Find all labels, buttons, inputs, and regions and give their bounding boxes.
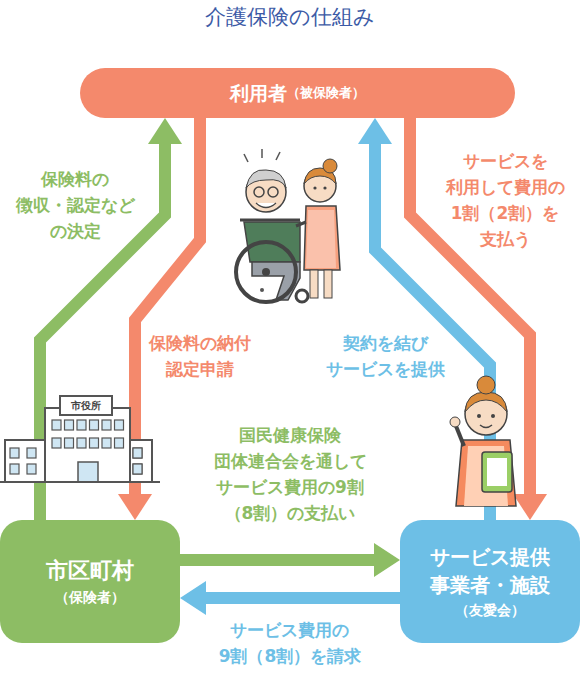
city-hall-illustration-part <box>10 420 142 474</box>
city-hall-illustration-part-part <box>77 438 86 448</box>
wheelchair-couple-illustration-part <box>310 270 318 298</box>
care-staff-illustration-part <box>491 414 495 418</box>
city-hall-illustration-part-part <box>52 420 61 430</box>
wheelchair-couple-illustration-part <box>260 288 264 292</box>
arrow-head <box>180 581 206 615</box>
arrow-label: 保険料の 徴収・認定など の決定 <box>16 166 135 244</box>
city-hall-illustration-part-part <box>115 420 124 430</box>
wheelchair-couple-illustration-part <box>236 242 296 302</box>
user-band: 利用者（被保険者） <box>80 68 515 118</box>
city-hall-illustration-part-part <box>133 448 142 458</box>
city-hall-illustration-part <box>60 396 112 415</box>
care-staff-illustration-part <box>450 417 460 427</box>
wheelchair-couple-illustration-part <box>244 154 248 162</box>
arrow-label: 契約を結び サービスを提供 <box>326 330 445 382</box>
city-hall-illustration-part-part <box>10 464 19 474</box>
care-staff-illustration-part <box>456 440 516 506</box>
city-hall-illustration-part-part <box>102 420 111 430</box>
city-hall-illustration-part-part <box>52 438 61 448</box>
node-subtitle: （被保険者） <box>287 83 365 103</box>
diagram-title: 介護保険の仕組み <box>0 3 580 31</box>
wheelchair-couple-illustration-part <box>262 268 270 276</box>
city-hall-illustration-part-part <box>65 438 74 448</box>
arrow-shaft <box>202 592 400 604</box>
city-hall-illustration-part-part <box>77 420 86 430</box>
wheelchair-couple-illustration-part <box>323 159 337 173</box>
care-staff-illustration-part <box>477 376 495 394</box>
arrow-label: 国民健康保険 団体連合会を通して サービス費用の9割 （8割）の支払い <box>214 422 367 526</box>
arrow-head <box>374 543 400 577</box>
node-title: 利用者 <box>230 81 287 105</box>
city-hall-illustration-part-part <box>10 448 19 458</box>
city-hall-illustration-part <box>128 440 152 482</box>
provider-box: サービス提供 事業者・施設（友愛会） <box>400 520 580 643</box>
city-hall-illustration-part <box>45 408 130 482</box>
arrow-head <box>148 118 182 144</box>
arrow-label: サービスを 利用して費用の 1割（2割）を 支払う <box>446 148 565 252</box>
wheelchair-couple-illustration-part <box>268 187 278 197</box>
flow-arrow <box>180 581 400 615</box>
city-hall-illustration-part-part <box>27 448 36 458</box>
arrow-head <box>358 118 392 144</box>
care-staff-illustration-part <box>480 425 492 428</box>
city-hall-illustration-part-part <box>65 420 74 430</box>
arrow-head <box>118 494 152 520</box>
arrow-label: 保険料の納付 認定申請 <box>149 330 251 382</box>
node-subtitle: （保険者） <box>55 586 125 608</box>
flow-arrow <box>180 543 400 577</box>
wheelchair-couple-illustration-part <box>246 170 286 188</box>
care-staff-illustration-part <box>465 393 507 435</box>
wheelchair-couple-illustration-part <box>324 270 332 298</box>
wheelchair-couple-illustration-part <box>304 206 340 270</box>
care-staff-illustration-part <box>482 452 512 492</box>
care-staff-illustration-part <box>477 414 481 418</box>
node-subtitle: （友愛会） <box>455 599 525 621</box>
wheelchair-couple-illustration <box>236 149 340 302</box>
wheelchair-couple-illustration-part <box>256 203 276 208</box>
building-sign: 市役所 <box>62 398 110 413</box>
care-staff-illustration-part <box>456 426 464 446</box>
wheelchair-couple-illustration-part <box>306 210 336 268</box>
wheelchair-couple-illustration-part <box>254 187 264 197</box>
care-staff-illustration-part <box>465 392 507 412</box>
city-hall-illustration-part-part <box>133 464 142 474</box>
arrow-shaft <box>180 554 378 566</box>
node-title: 市区町村 <box>46 556 134 586</box>
node-title: サービス提供 事業者・施設 <box>430 543 550 599</box>
arrow-label: サービス費用の 9割（8割）を請求 <box>219 617 362 669</box>
wheelchair-couple-illustration-part <box>323 186 326 189</box>
wheelchair-couple-illustration-part <box>296 290 308 302</box>
wheelchair-couple-illustration-part <box>296 222 306 226</box>
city-hall-illustration-part-part <box>90 420 99 430</box>
city-hall-illustration-part-part <box>115 438 124 448</box>
city-hall-illustration-part <box>0 481 160 483</box>
care-staff-illustration <box>450 376 516 506</box>
wheelchair-couple-illustration-part <box>240 219 300 222</box>
city-hall-illustration <box>0 396 160 482</box>
care-staff-illustration-part <box>487 458 507 486</box>
municipality-box: 市区町村（保険者） <box>0 520 180 643</box>
city-hall-illustration-part <box>5 440 47 482</box>
city-hall-illustration-part-part <box>90 438 99 448</box>
wheelchair-couple-illustration-part <box>261 149 263 158</box>
city-hall-illustration-part-part <box>102 438 111 448</box>
city-hall-illustration-part-part <box>133 464 142 474</box>
city-hall-illustration-part-part <box>133 448 142 458</box>
city-hall-illustration-part <box>78 462 98 482</box>
arrow-head <box>513 494 547 520</box>
city-hall-illustration-part-part <box>27 464 36 474</box>
wheelchair-couple-illustration-part <box>313 186 316 189</box>
wheelchair-couple-illustration-part <box>276 152 280 160</box>
